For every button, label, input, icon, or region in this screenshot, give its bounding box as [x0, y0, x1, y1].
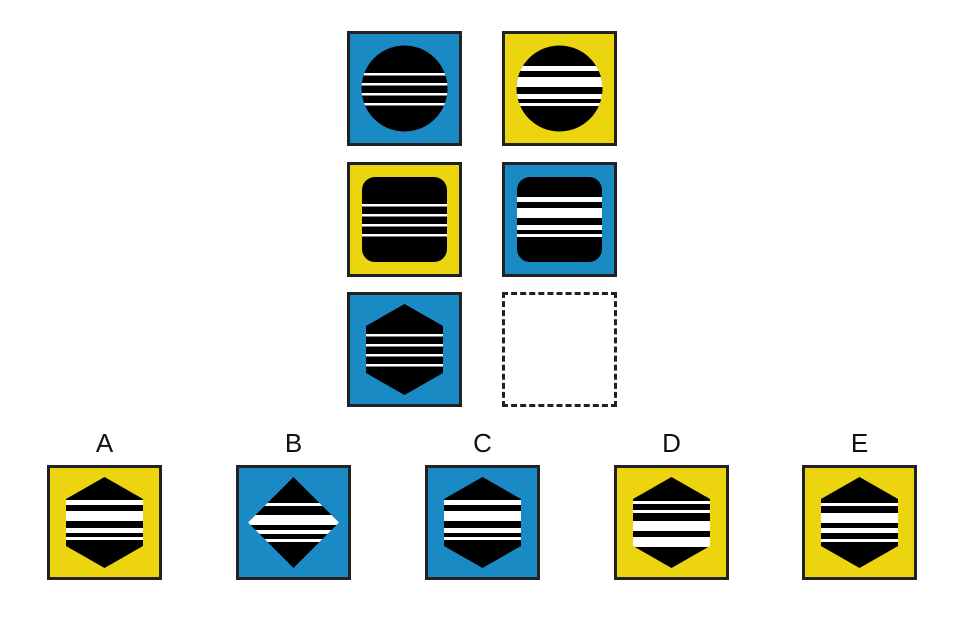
- option-label-e: E: [850, 428, 869, 458]
- grid-tile-r1c2: [502, 31, 617, 146]
- grid-tile-r1c1: [347, 31, 462, 146]
- option-tile-e[interactable]: [802, 465, 917, 580]
- missing-tile-placeholder: [502, 292, 617, 407]
- option-label-c: C: [473, 428, 492, 458]
- option-label-b: B: [284, 428, 303, 458]
- option-tile-c[interactable]: [425, 465, 540, 580]
- option-tile-b[interactable]: [236, 465, 351, 580]
- grid-tile-r3c1: [347, 292, 462, 407]
- grid-tile-r2c1: [347, 162, 462, 277]
- option-tile-d[interactable]: [614, 465, 729, 580]
- option-label-d: D: [662, 428, 681, 458]
- option-tile-a[interactable]: [47, 465, 162, 580]
- grid-tile-r2c2: [502, 162, 617, 277]
- option-label-a: A: [95, 428, 114, 458]
